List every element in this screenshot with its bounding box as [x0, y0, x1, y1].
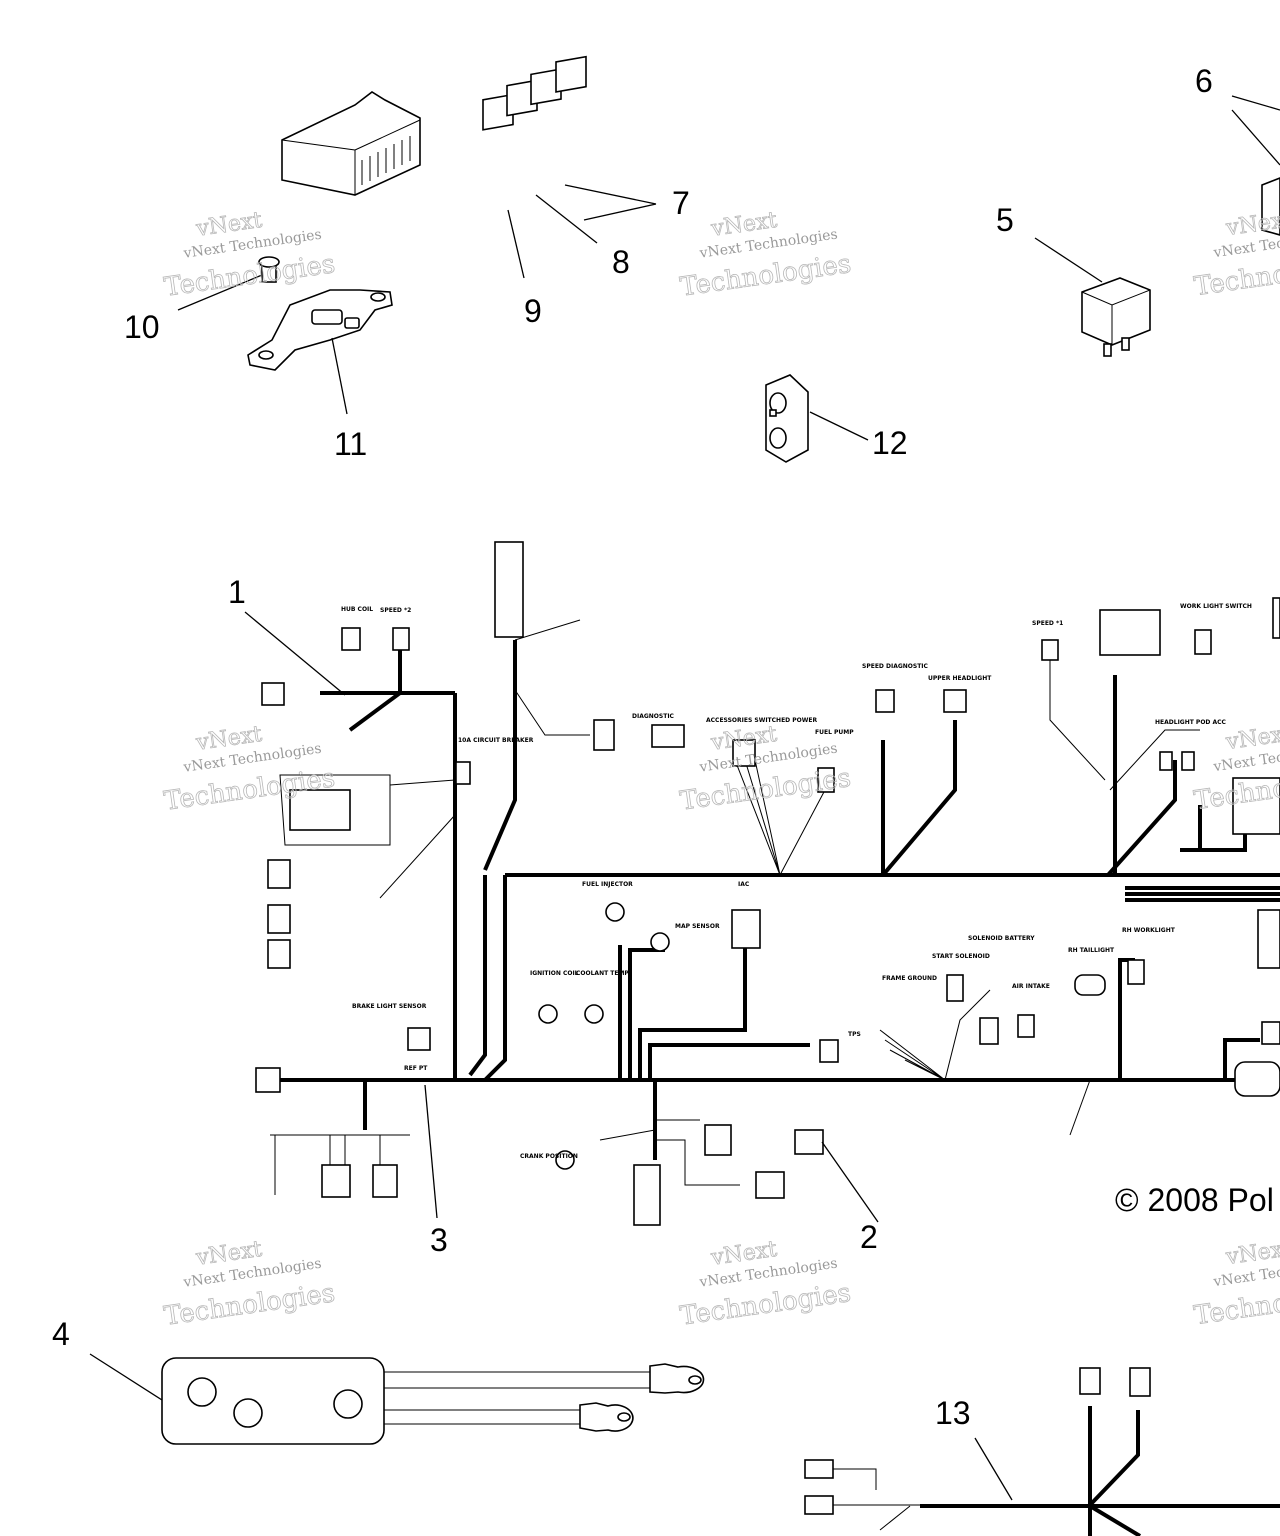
label-brake-light-sensor: BRAKE LIGHT SENSOR [352, 1003, 427, 1010]
callout-10: 10 [124, 309, 160, 345]
label-work-light-switch: WORK LIGHT SWITCH [1180, 603, 1252, 610]
part-relay-right [1261, 177, 1280, 236]
watermark-low-center: vNext vNext Technologies Technologies [678, 1236, 853, 1332]
part-screw [258, 256, 280, 283]
label-circuit-breaker: 10A CIRCUIT BREAKER [458, 737, 534, 744]
part-fuse-block [281, 91, 421, 196]
callout-3: 3 [430, 1222, 448, 1258]
watermark-top-left: vNext vNext Technologies Technologies [162, 207, 337, 303]
callout-11: 11 [334, 426, 367, 462]
label-accessories: ACCESSORIES SWITCHED POWER [706, 717, 817, 724]
label-frame-ground: FRAME GROUND [882, 975, 937, 982]
label-diagnostic: DIAGNOSTIC [632, 713, 675, 720]
label-coolant-temp: COOLANT TEMP [576, 970, 629, 977]
callout-numbers: 1 2 3 4 5 6 7 8 9 10 11 12 13 [52, 63, 1213, 1431]
label-fuel-injector: FUEL INJECTOR [582, 881, 633, 888]
label-iac: IAC [738, 881, 750, 888]
main-harness [270, 640, 1280, 1160]
callout-5: 5 [996, 202, 1014, 238]
label-speed-diagnostic: SPEED DIAGNOSTIC [862, 663, 929, 670]
connector-blocks [255, 541, 1280, 1226]
part-relay [1081, 277, 1151, 357]
label-headlight-pod: HEADLIGHT POD ACC [1155, 719, 1227, 726]
part-fuses [482, 55, 587, 131]
label-speed-1: SPEED *1 [1032, 620, 1063, 627]
copyright-text: © 2008 Pol [1115, 1182, 1274, 1218]
part-grommet [765, 374, 809, 463]
watermark-top-right: vNext vNext Technologies Technologies [1192, 207, 1280, 303]
label-air-intake: AIR INTAKE [1012, 983, 1050, 990]
label-fuel-pump: FUEL PUMP [815, 729, 854, 736]
watermark-low-right: vNext vNext Technologies Technologies [1192, 1236, 1280, 1332]
callout-7: 7 [672, 185, 690, 221]
part-ground-cable [161, 1357, 705, 1445]
callout-1: 1 [228, 574, 246, 610]
connector-label-group: HUB COIL SPEED *2 10A CIRCUIT BREAKER DI… [341, 603, 1252, 1160]
label-upper-headlight: UPPER HEADLIGHT [928, 675, 992, 682]
label-hub-coil: HUB COIL [341, 606, 373, 613]
watermark-mid-right: vNext vNext Technologies Technologies [1192, 721, 1280, 817]
callout-9: 9 [524, 293, 542, 329]
branch-wires [270, 619, 1200, 1195]
watermark-low-left: vNext vNext Technologies Technologies [162, 1236, 337, 1332]
label-ignition-coil: IGNITION COIL [530, 970, 579, 977]
label-start-solenoid: START SOLENOID [932, 953, 990, 960]
label-ref-pt: REF PT [404, 1065, 428, 1072]
label-crank-position: CRANK POSITION [520, 1153, 578, 1160]
label-map-sensor: MAP SENSOR [675, 923, 720, 930]
callout-2: 2 [860, 1219, 878, 1255]
label-solenoid-battery: SOLENOID BATTERY [968, 935, 1035, 942]
label-speed-2: SPEED *2 [380, 607, 411, 614]
callout-8: 8 [612, 244, 630, 280]
callout-6: 6 [1195, 63, 1213, 99]
callout-13: 13 [935, 1395, 971, 1431]
part-sub-harness [804, 1367, 1280, 1536]
label-rh-taillight: RH TAILLIGHT [1068, 947, 1115, 954]
callout-12: 12 [872, 425, 908, 461]
part-bracket [247, 289, 393, 371]
leader-lines [89, 95, 1280, 1501]
label-rh-worklight: RH WORKLIGHT [1122, 927, 1176, 934]
watermark-top-center: vNext vNext Technologies Technologies [678, 207, 853, 303]
callout-4: 4 [52, 1316, 70, 1352]
label-tps: TPS [848, 1031, 861, 1038]
